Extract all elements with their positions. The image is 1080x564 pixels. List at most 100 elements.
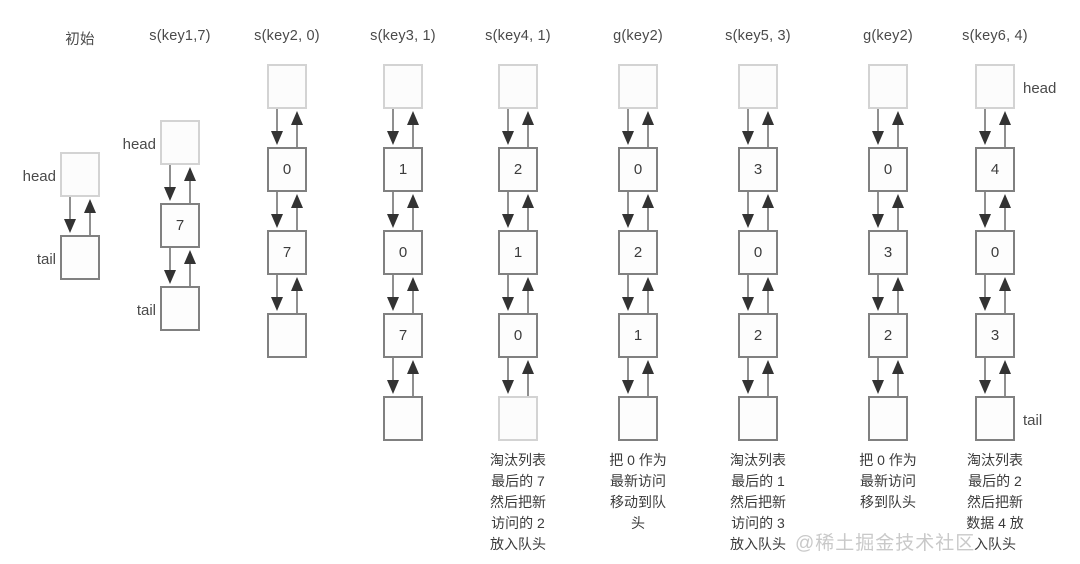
head-label: head	[22, 168, 56, 185]
pointer-pair	[160, 165, 200, 203]
prev-pointer-stem	[89, 209, 91, 235]
pointer-pair	[383, 275, 423, 313]
prev-pointer-stem	[1004, 204, 1006, 230]
next-pointer-stem	[627, 192, 629, 218]
prev-pointer-stem	[189, 177, 191, 203]
next-pointer-arrow-icon	[622, 297, 634, 311]
prev-pointer-stem	[296, 121, 298, 147]
pointer-pair	[498, 192, 538, 230]
pointer-pair	[975, 275, 1015, 313]
list-node: 3	[868, 230, 908, 275]
caption-line: 访问的 2	[491, 515, 545, 531]
prev-pointer-stem	[897, 121, 899, 147]
next-pointer-arrow-icon	[979, 214, 991, 228]
sentinel-node	[498, 396, 538, 441]
next-pointer-arrow-icon	[164, 187, 176, 201]
prev-pointer-stem	[1004, 287, 1006, 313]
next-pointer-stem	[392, 109, 394, 135]
caption-line: 放入队头	[730, 536, 786, 552]
prev-pointer-arrow-icon	[999, 360, 1011, 374]
list-node: 2	[498, 147, 538, 192]
next-pointer-arrow-icon	[502, 380, 514, 394]
list-node: 2	[868, 313, 908, 358]
next-pointer-stem	[392, 358, 394, 384]
list-node: 1	[383, 147, 423, 192]
prev-pointer-stem	[1004, 121, 1006, 147]
next-pointer-stem	[69, 197, 71, 223]
next-pointer-arrow-icon	[271, 131, 283, 145]
pointer-pair	[267, 275, 307, 313]
node-chain: 2 1 0	[498, 64, 540, 441]
caption-line: 然后把新	[490, 494, 546, 510]
list-node: 0	[498, 313, 538, 358]
prev-pointer-arrow-icon	[642, 277, 654, 291]
sentinel-node	[738, 396, 778, 441]
prev-pointer-arrow-icon	[522, 194, 534, 208]
next-pointer-arrow-icon	[622, 214, 634, 228]
sentinel-node	[160, 120, 200, 165]
next-pointer-arrow-icon	[742, 297, 754, 311]
prev-pointer-stem	[189, 260, 191, 286]
next-pointer-stem	[276, 192, 278, 218]
caption-line: 淘汰列表	[967, 452, 1023, 468]
next-pointer-arrow-icon	[872, 297, 884, 311]
next-pointer-stem	[507, 192, 509, 218]
prev-pointer-stem	[1004, 370, 1006, 396]
column-title: g(key2)	[863, 28, 913, 44]
pointer-pair	[868, 192, 908, 230]
next-pointer-arrow-icon	[64, 219, 76, 233]
prev-pointer-arrow-icon	[999, 111, 1011, 125]
prev-pointer-arrow-icon	[642, 111, 654, 125]
prev-pointer-stem	[647, 370, 649, 396]
caption-line: 移动到队	[610, 494, 666, 510]
prev-pointer-arrow-icon	[84, 199, 96, 213]
tail-label: tail	[36, 251, 56, 268]
next-pointer-arrow-icon	[502, 131, 514, 145]
pointer-pair	[618, 358, 658, 396]
next-pointer-stem	[507, 275, 509, 301]
prev-pointer-stem	[296, 287, 298, 313]
next-pointer-stem	[984, 109, 986, 135]
next-pointer-stem	[747, 109, 749, 135]
sentinel-node	[60, 235, 100, 280]
prev-pointer-stem	[647, 204, 649, 230]
column-title: s(key2, 0)	[254, 28, 320, 44]
list-node: 1	[498, 230, 538, 275]
next-pointer-arrow-icon	[387, 380, 399, 394]
next-pointer-stem	[507, 358, 509, 384]
prev-pointer-stem	[767, 121, 769, 147]
caption-line: 然后把新	[730, 494, 786, 510]
prev-pointer-arrow-icon	[642, 194, 654, 208]
pointer-pair	[60, 197, 100, 235]
prev-pointer-arrow-icon	[999, 194, 1011, 208]
pointer-pair	[267, 109, 307, 147]
pointer-pair	[160, 248, 200, 286]
next-pointer-arrow-icon	[742, 131, 754, 145]
prev-pointer-stem	[897, 370, 899, 396]
prev-pointer-stem	[527, 287, 529, 313]
pointer-pair	[868, 358, 908, 396]
next-pointer-stem	[169, 165, 171, 191]
prev-pointer-arrow-icon	[762, 277, 774, 291]
list-node: 2	[618, 230, 658, 275]
caption-line: 最后的 7	[491, 473, 545, 489]
next-pointer-stem	[276, 275, 278, 301]
node-chain: 7	[160, 120, 202, 331]
next-pointer-stem	[507, 109, 509, 135]
prev-pointer-arrow-icon	[762, 111, 774, 125]
next-pointer-arrow-icon	[387, 214, 399, 228]
pointer-pair	[383, 192, 423, 230]
caption-line: 放入队头	[490, 536, 546, 552]
next-pointer-arrow-icon	[979, 297, 991, 311]
prev-pointer-stem	[296, 204, 298, 230]
prev-pointer-arrow-icon	[522, 277, 534, 291]
list-node: 0	[383, 230, 423, 275]
